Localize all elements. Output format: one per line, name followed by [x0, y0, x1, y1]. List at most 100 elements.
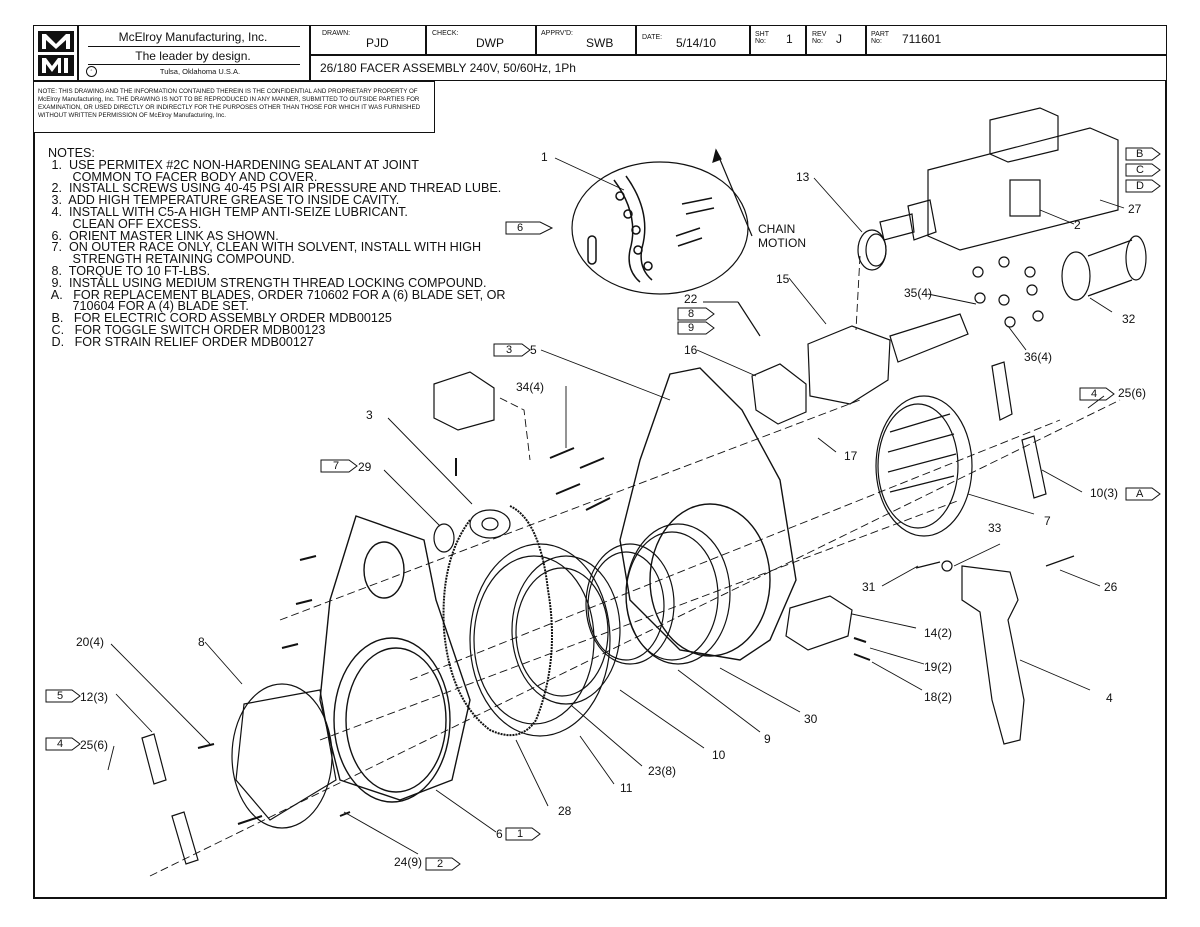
motor-assembly [879, 107, 1119, 251]
company-location: Tulsa, Oklahoma U.S.A. [159, 67, 241, 76]
flag-A: A [1136, 488, 1144, 500]
note-line: 1. USE PERMITEX #2C NON-HARDENING SEALAN… [48, 157, 419, 172]
callout-32: 32 [1122, 312, 1136, 326]
sht-value: 1 [786, 32, 793, 46]
drawn-label: DRAWN: [322, 30, 351, 37]
callout-24: 24(9) [394, 855, 423, 869]
nuts-35-36 [972, 256, 1044, 328]
note-line: C. FOR TOGGLE SWITCH ORDER MDB00123 [48, 322, 326, 337]
part-label: PART No: [871, 31, 889, 45]
note-line: D. FOR STRAIN RELIEF ORDER MDB00127 [48, 334, 314, 349]
cover-6 [319, 515, 471, 803]
flag-D: D [1136, 180, 1144, 192]
callout-22: 22 [684, 292, 698, 306]
apprvd-label: APPRV'D: [541, 30, 573, 37]
titleblock-drawn-box [310, 25, 426, 55]
callout-1: 1 [541, 150, 548, 164]
plate-8 [231, 683, 337, 829]
callout-12: 12(3) [80, 690, 109, 704]
company-tagline: The leader by design. [135, 49, 251, 63]
confidential-note: NOTE: THIS DRAWING AND THE INFORMATION C… [38, 88, 421, 119]
flag-5: 5 [57, 690, 64, 702]
part-value: 711601 [902, 32, 942, 46]
blade-holder-7 [875, 395, 973, 537]
blade-12b [171, 811, 199, 865]
callout-34: 34(4) [516, 380, 545, 394]
titleblock-company-box [78, 25, 310, 81]
flag-B: B [1136, 148, 1144, 160]
callout-14: 14(2) [924, 626, 953, 640]
flag-C: C [1136, 164, 1144, 176]
callout-31: 31 [862, 580, 876, 594]
spring-31 [915, 561, 941, 569]
chain-detail-circle [571, 161, 749, 295]
notes-block: NOTES: 1. USE PERMITEX #2C NON-HARDENING… [48, 147, 506, 349]
chain-motion-line1: CHAIN [758, 222, 796, 236]
flag-7: 7 [333, 460, 340, 472]
note-line: 9. INSTALL USING MEDIUM STRENGTH THREAD … [48, 275, 487, 290]
titleblock-sht-box [750, 25, 806, 55]
titleblock-date-box [636, 25, 750, 55]
ring-30 [625, 523, 731, 665]
tagline-divider [88, 64, 300, 65]
drawing-title: 26/180 FACER ASSEMBLY 240V, 50/60Hz, 1Ph [320, 61, 576, 75]
rev-value: J [836, 32, 842, 46]
facer-body-5 [619, 367, 797, 661]
flag-2: 2 [437, 858, 444, 870]
ring-9 [585, 543, 675, 665]
callout-11: 11 [620, 781, 633, 795]
chain-motion-arrow [715, 149, 753, 237]
callout-15: 15 [776, 272, 790, 286]
company-divider [88, 46, 300, 47]
titleblock-rev-box [806, 25, 866, 55]
flag-shapes [45, 147, 1161, 871]
company-logo [38, 31, 74, 76]
spring-32 [1061, 235, 1147, 301]
clip-box [433, 371, 495, 431]
note-line: STRENGTH RETAINING COMPOUND. [48, 252, 295, 267]
note-line: A. FOR REPLACEMENT BLADES, ORDER 710602 … [48, 287, 506, 302]
flag-3: 3 [506, 344, 513, 356]
callout-35: 35(4) [904, 286, 933, 300]
callout-7: 7 [1044, 514, 1051, 528]
note-line: 710604 FOR A (4) BLADE SET. [48, 299, 249, 314]
callout-26: 26 [1104, 580, 1118, 594]
switch-14 [785, 595, 853, 651]
callout-10-3: 10(3) [1090, 486, 1119, 500]
blade-12a [141, 733, 167, 785]
date-label: DATE: [642, 34, 663, 41]
blade-10a [991, 361, 1013, 421]
assembly-axes [149, 255, 1121, 877]
pin-26 [1045, 555, 1075, 567]
note-line: 3. ADD HIGH TEMPERATURE GREASE TO INSIDE… [48, 193, 400, 208]
titleblock-part-box [866, 25, 1167, 55]
callout-27: 27 [1128, 202, 1142, 216]
callout-10: 10 [712, 748, 726, 762]
callout-5: 5 [530, 343, 537, 357]
flag-4-right: 4 [1091, 388, 1098, 400]
date-value: 5/14/10 [676, 36, 717, 50]
note-line: B. FOR ELECTRIC CORD ASSEMBLY ORDER MDB0… [48, 311, 392, 326]
sprocket-11 [469, 543, 611, 737]
registered-icon: ◦ [86, 66, 97, 77]
flag-4-left: 4 [57, 738, 64, 750]
check-value: DWP [476, 36, 504, 50]
screws [197, 447, 871, 825]
ring-10 [511, 555, 621, 705]
note-line: CLEAN OFF EXCESS. [48, 216, 202, 231]
handle-4 [961, 565, 1025, 745]
note-line: 6. ORIENT MASTER LINK AS SHOWN. [48, 228, 279, 243]
callout-20: 20(4) [76, 635, 105, 649]
callout-8: 8 [198, 635, 205, 649]
bolt-22 [737, 301, 761, 337]
callout-33: 33 [988, 521, 1002, 535]
callout-36: 36(4) [1024, 350, 1053, 364]
callout-25-left: 25(6) [80, 738, 109, 752]
callout-29: 29 [358, 460, 372, 474]
chain-loop [442, 505, 553, 737]
sprocket-3 [469, 509, 511, 539]
check-label: CHECK: [432, 30, 459, 37]
rev-label: REV No: [812, 31, 827, 45]
titleblock-check-box [426, 25, 536, 55]
